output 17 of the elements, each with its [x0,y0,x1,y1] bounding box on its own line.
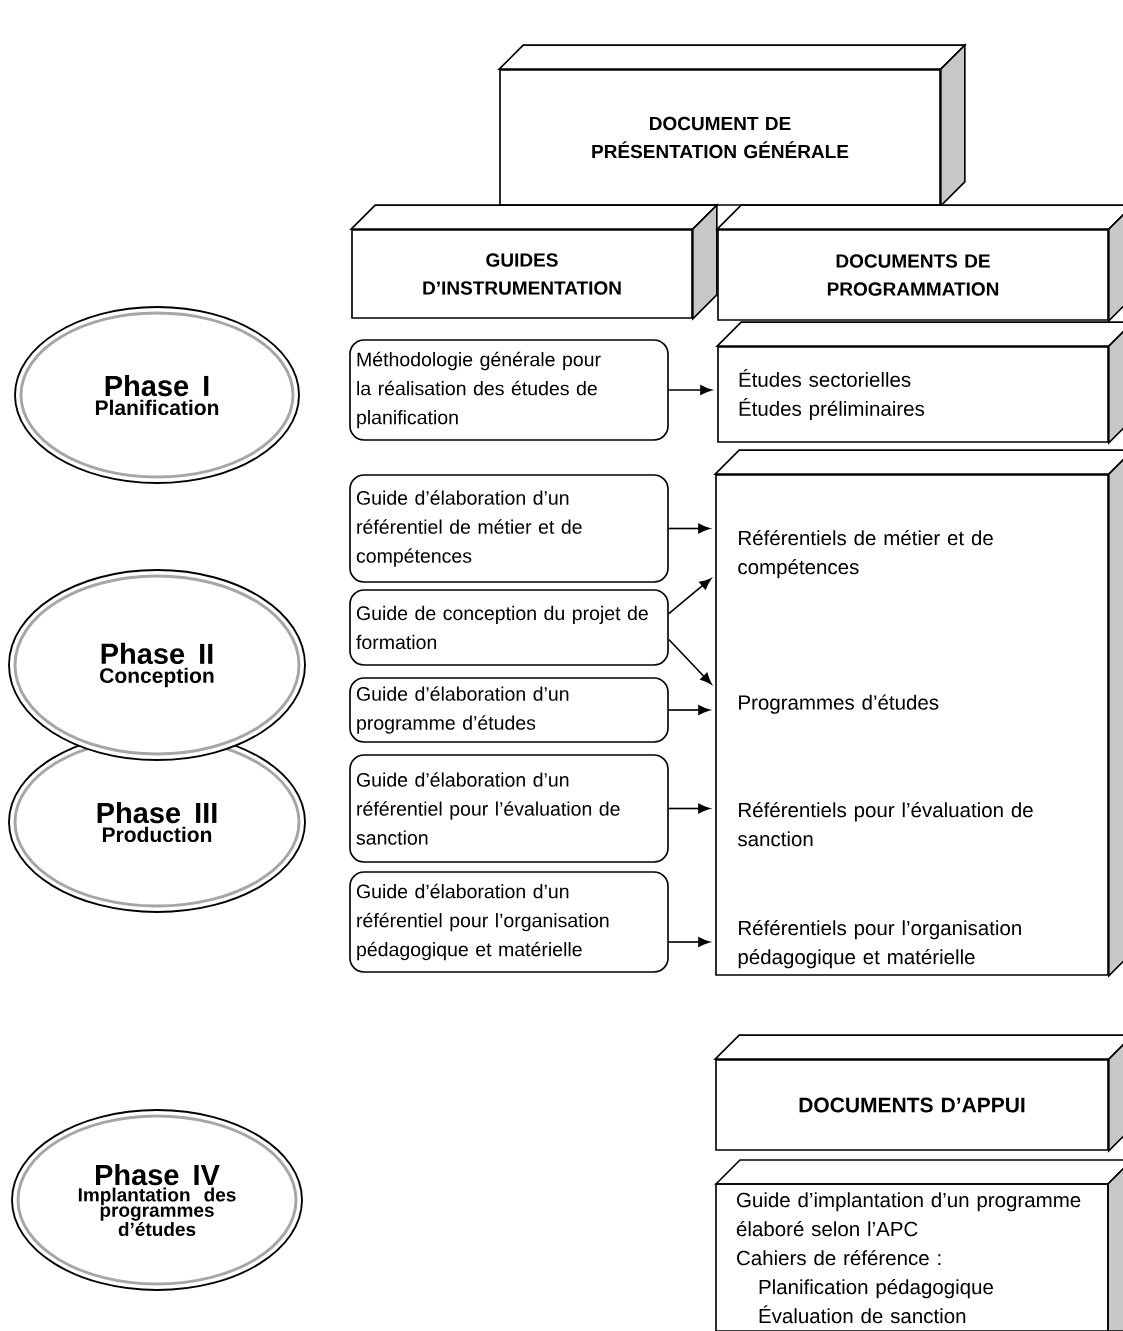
guide-box: Méthodologie générale pour la réalisation des études de planification [349,339,669,441]
document-entry: Référentiels de métier et de compétences [738,530,993,579]
arrow [668,638,712,685]
document-entry: Référentiels pour l’organisation pédagogique et matérielle [738,920,1021,969]
guide-box: Guide d’élaboration d’un référentiel de métier et de compétences [349,474,669,583]
arrow [668,523,710,534]
guide-box: Guide d’élaboration d’un référentiel pour l’organisation pédagogique et matérielle [349,871,669,973]
arrow [668,385,712,395]
guide-box: Guide d’élaboration d’un programme d’études [349,677,669,743]
arrow [668,803,710,814]
arrow [668,937,710,947]
arrow [668,705,710,715]
document-entry: Programmes d’études [739,694,939,714]
document-entry: Référentiels pour l’évaluation de sanction [738,802,1033,847]
guide-box: Guide d’élaboration d’un référentiel pour l’évaluation de sanction [349,754,669,863]
guide-box: Guide de conception du projet de formation [349,589,669,666]
arrow [668,578,712,615]
